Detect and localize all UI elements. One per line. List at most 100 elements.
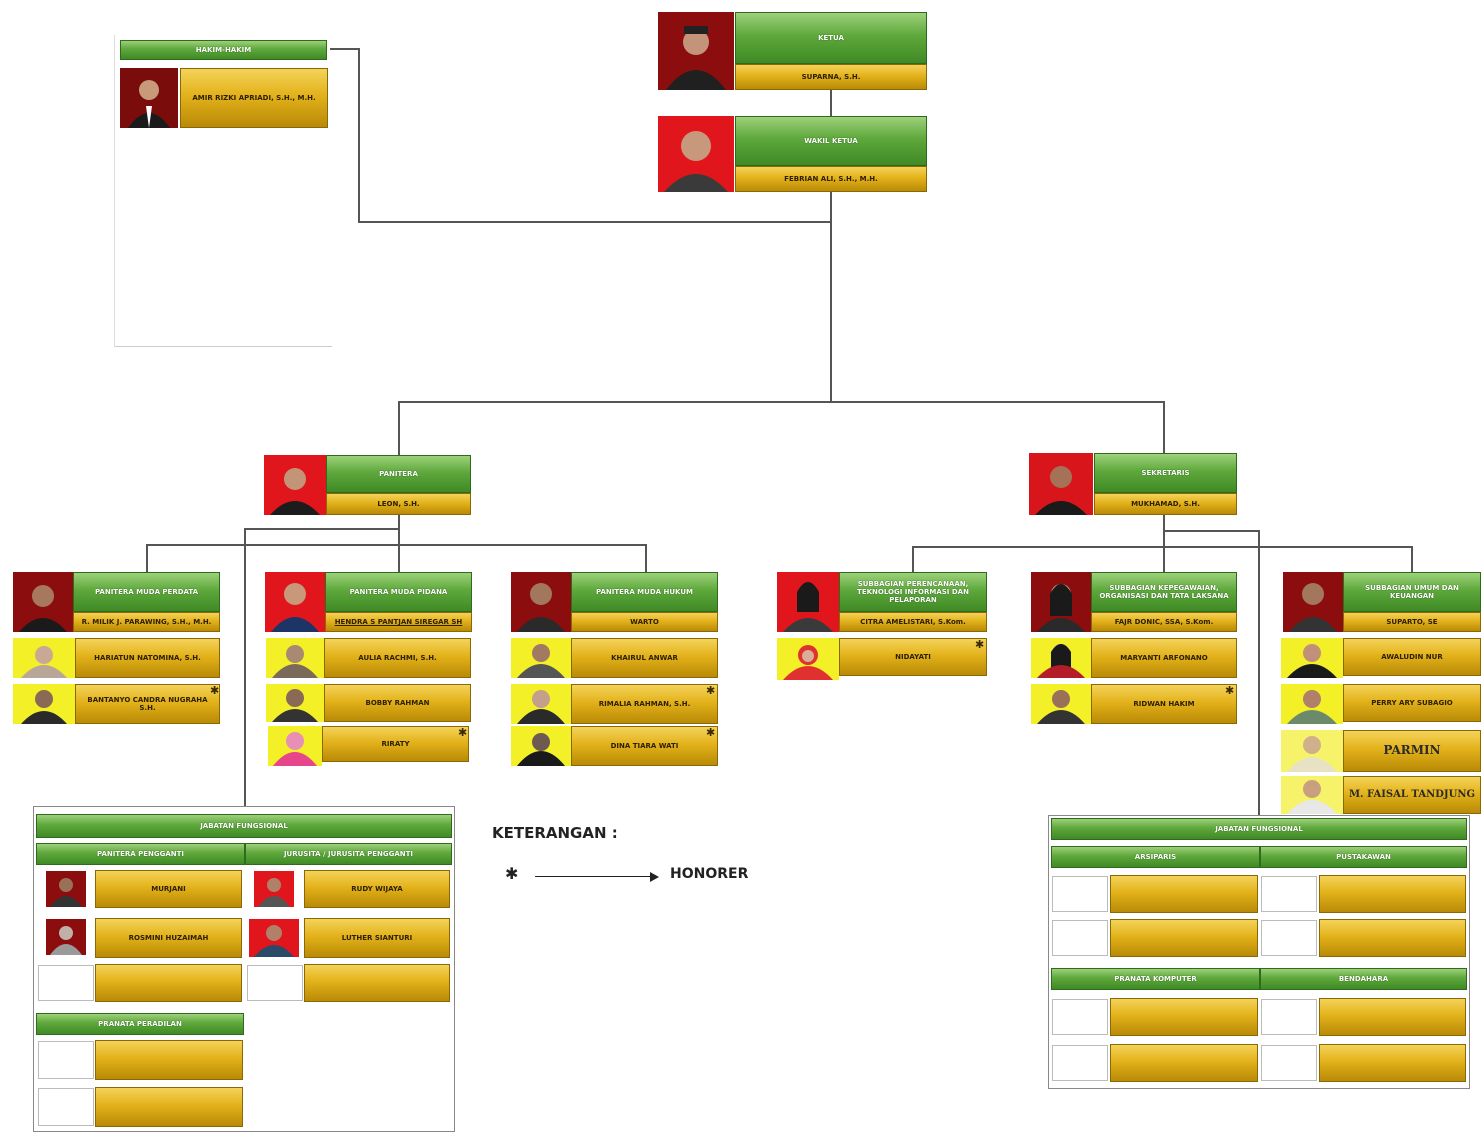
pidana-staff-2-photo (266, 684, 324, 722)
pm-hukum-title: PANITERA MUDA HUKUM (571, 572, 718, 612)
vacant-slot (95, 964, 242, 1002)
sekretaris-name: MUKHAMAD, S.H. (1094, 493, 1237, 515)
sub-ptip-name: CITRA AMELISTARI, S.Kom. (839, 612, 987, 632)
jf-left-col1-header: PANITERA PENGGANTI (36, 843, 245, 865)
honorer-mark: ✱ (210, 684, 220, 697)
wakil-name: FEBRIAN ALI, S.H., M.H. (735, 166, 927, 192)
umum-staff-2-name: PERRY ARY SUBAGIO (1343, 684, 1481, 722)
vacant-slot (304, 964, 450, 1002)
pidana-staff-1-name: AULIA RACHMI, S.H. (324, 638, 471, 678)
jf-right-col1-header: ARSIPARIS (1051, 846, 1260, 868)
wakil-photo (658, 116, 734, 192)
kepeg-staff-2-photo (1031, 684, 1091, 724)
vacant-slot (95, 1087, 243, 1127)
jf-right-col3-header: PRANATA KOMPUTER (1051, 968, 1260, 990)
vacant-photo-slot (1052, 1045, 1108, 1081)
hukum-staff-1-name: KHAIRUL ANWAR (571, 638, 718, 678)
jf-right-col4-header: BENDAHARA (1260, 968, 1467, 990)
perdata-staff-2-photo (13, 684, 75, 724)
honorer-mark: ✱ (706, 726, 716, 739)
perdata-staff-1-name: HARIATUN NATOMINA, S.H. (75, 638, 220, 678)
pidana-staff-1-photo (266, 638, 324, 678)
vacant-slot (1110, 875, 1258, 913)
hukum-staff-3-photo (511, 726, 571, 766)
hukum-staff-2-name: RIMALIA RAHMAN, S.H. (571, 684, 718, 724)
js-2-name: LUTHER SIANTURI (304, 918, 450, 958)
jf-left-title: JABATAN FUNGSIONAL (36, 814, 452, 838)
pidana-staff-3-name: RIRATY (322, 726, 469, 762)
pm-pidana-name: HENDRA S PANTJAN SIREGAR SH (325, 612, 472, 632)
pidana-staff-3-photo (268, 726, 322, 766)
vacant-photo-slot (38, 1088, 94, 1126)
pm-perdata-photo (13, 572, 73, 632)
hakim-member-name: AMIR RIZKI APRIADI, S.H., M.H. (180, 68, 328, 128)
perdata-staff-1-photo (13, 638, 75, 678)
umum-staff-3-name: PARMIN (1343, 730, 1481, 772)
pidana-staff-2-name: BOBBY RAHMAN (324, 684, 471, 722)
umum-staff-4-photo (1281, 776, 1343, 814)
sub-kepeg-name: FAJR DONIC, SSA, S.Kom. (1091, 612, 1237, 632)
panitera-title: PANITERA (326, 455, 471, 493)
vacant-slot (95, 1040, 243, 1080)
pp-1-name: MURJANI (95, 870, 242, 908)
honorer-mark: ✱ (706, 684, 716, 697)
wakil-title: WAKIL KETUA (735, 116, 927, 166)
vacant-photo-slot (1261, 1045, 1317, 1081)
sub-umum-photo (1283, 572, 1343, 632)
legend-arrow-head (650, 872, 659, 882)
vacant-photo-slot (1261, 920, 1317, 956)
vacant-photo-slot (1261, 999, 1317, 1035)
ketua-name: SUPARNA, S.H. (735, 64, 927, 90)
vacant-photo-slot (1261, 876, 1317, 912)
vacant-slot (1319, 1044, 1466, 1082)
ptip-staff-1-photo (777, 638, 839, 680)
kepeg-staff-1-name: MARYANTI ARFONANO (1091, 638, 1237, 678)
hukum-staff-1-photo (511, 638, 571, 678)
legend-title: KETERANGAN : (492, 824, 618, 842)
pm-perdata-title: PANITERA MUDA PERDATA (73, 572, 220, 612)
ketua-photo (658, 12, 734, 90)
sub-kepeg-title: SUBBAGIAN KEPEGAWAIAN, ORGANISASI DAN TA… (1091, 572, 1237, 612)
vacant-slot (1110, 1044, 1258, 1082)
hukum-staff-3-name: DINA TIARA WATI (571, 726, 718, 766)
vacant-slot (1319, 998, 1466, 1036)
umum-staff-2-photo (1281, 684, 1343, 724)
pm-pidana-photo (265, 572, 325, 632)
umum-staff-4-name: M. FAISAL TANDJUNG (1343, 776, 1481, 814)
jf-left-col2-header: JURUSITA / JURUSITA PENGGANTI (245, 843, 452, 865)
pm-perdata-name: R. MILIK J. PARAWING, S.H., M.H. (73, 612, 220, 632)
sekretaris-photo (1029, 453, 1093, 515)
hakim-photo (120, 68, 178, 128)
panitera-name: LEON, S.H. (326, 493, 471, 515)
vacant-photo-slot (38, 965, 94, 1001)
kepeg-staff-2-name: RIDWAN HAKIM (1091, 684, 1237, 724)
vacant-photo-slot (38, 1041, 94, 1079)
legend-label: HONORER (670, 866, 749, 882)
hakim-panel (114, 35, 332, 347)
pm-hukum-name: WARTO (571, 612, 718, 632)
honorer-mark: ✱ (458, 726, 468, 739)
panitera-photo (264, 455, 326, 515)
sub-ptip-photo (777, 572, 839, 632)
pp-1-photo (46, 871, 86, 907)
umum-staff-3-photo (1281, 730, 1343, 772)
umum-staff-1-name: AWALUDIN NUR (1343, 638, 1481, 676)
jf-right-col2-header: PUSTAKAWAN (1260, 846, 1467, 868)
pp-2-name: ROSMINI HUZAIMAH (95, 918, 242, 958)
legend-arrow (535, 876, 651, 877)
js-1-photo (254, 871, 294, 907)
hukum-staff-2-photo (511, 684, 571, 724)
vacant-photo-slot (247, 965, 303, 1001)
umum-staff-1-photo (1281, 638, 1343, 678)
sekretaris-title: SEKRETARIS (1094, 453, 1237, 493)
ketua-title: KETUA (735, 12, 927, 64)
hakim-title: HAKIM-HAKIM (120, 40, 327, 60)
vacant-slot (1110, 998, 1258, 1036)
perdata-staff-2-name: BANTANYO CANDRA NUGRAHA S.H. (75, 684, 220, 724)
jf-left-pranata-header: PRANATA PERADILAN (36, 1013, 244, 1035)
kepeg-staff-1-photo (1031, 638, 1091, 678)
vacant-slot (1110, 919, 1258, 957)
honorer-mark: ✱ (1225, 684, 1235, 697)
honorer-mark: ✱ (975, 638, 985, 651)
vacant-slot (1319, 919, 1466, 957)
